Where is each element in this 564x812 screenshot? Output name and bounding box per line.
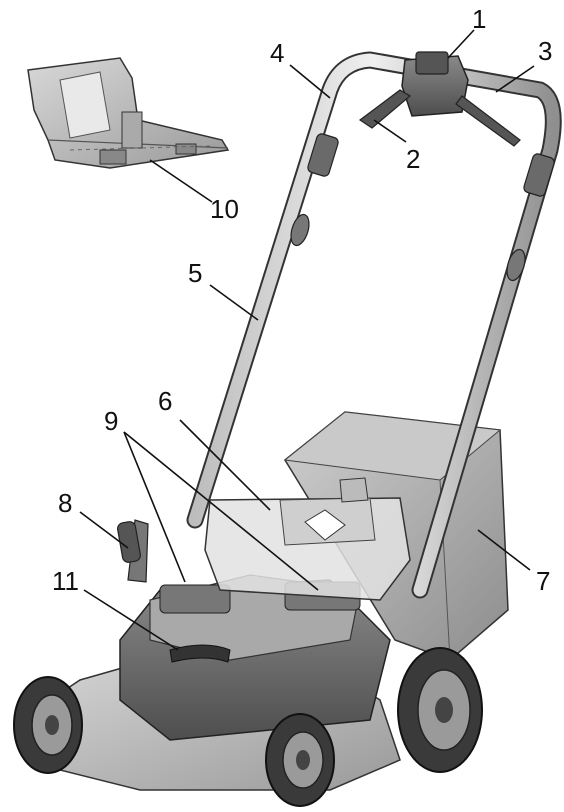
- leader-5: [209, 284, 259, 321]
- callout-4: 4: [270, 38, 284, 68]
- mower-body: [18, 477, 411, 791]
- safety-levers: [358, 89, 521, 147]
- callout-3: 3: [538, 36, 552, 66]
- callout-2: 2: [406, 144, 420, 174]
- leader-10: [149, 159, 213, 203]
- leader-4: [289, 64, 331, 99]
- callout-7: 7: [536, 566, 550, 596]
- leader-1: [447, 29, 475, 59]
- callout-5: 5: [188, 258, 202, 288]
- leader-9b: [123, 431, 319, 591]
- leader-11: [83, 589, 179, 651]
- leader-8: [79, 511, 129, 549]
- wheel-front-right: [265, 713, 335, 807]
- callout-6: 6: [158, 386, 172, 416]
- leader-3: [495, 65, 535, 93]
- wheels: [13, 647, 483, 807]
- mulching-plug: [27, 57, 230, 169]
- leader-2: [373, 119, 407, 143]
- wheel-rear-right: [397, 647, 483, 773]
- callout-9: 9: [104, 406, 118, 436]
- handle-frame: [186, 51, 562, 599]
- callout-leaders: [79, 29, 535, 651]
- callout-labels: 1 2 3 4 5 6 7 8 9 10 11: [52, 4, 552, 596]
- leader-7: [477, 529, 531, 571]
- wheel-front-left: [13, 676, 83, 774]
- callout-1: 1: [472, 4, 486, 34]
- callout-11: 11: [52, 566, 79, 596]
- leader-9a: [123, 431, 186, 583]
- leader-6: [179, 419, 271, 511]
- callout-8: 8: [58, 488, 72, 518]
- callout-10: 10: [210, 194, 239, 224]
- switch-box: [401, 51, 469, 117]
